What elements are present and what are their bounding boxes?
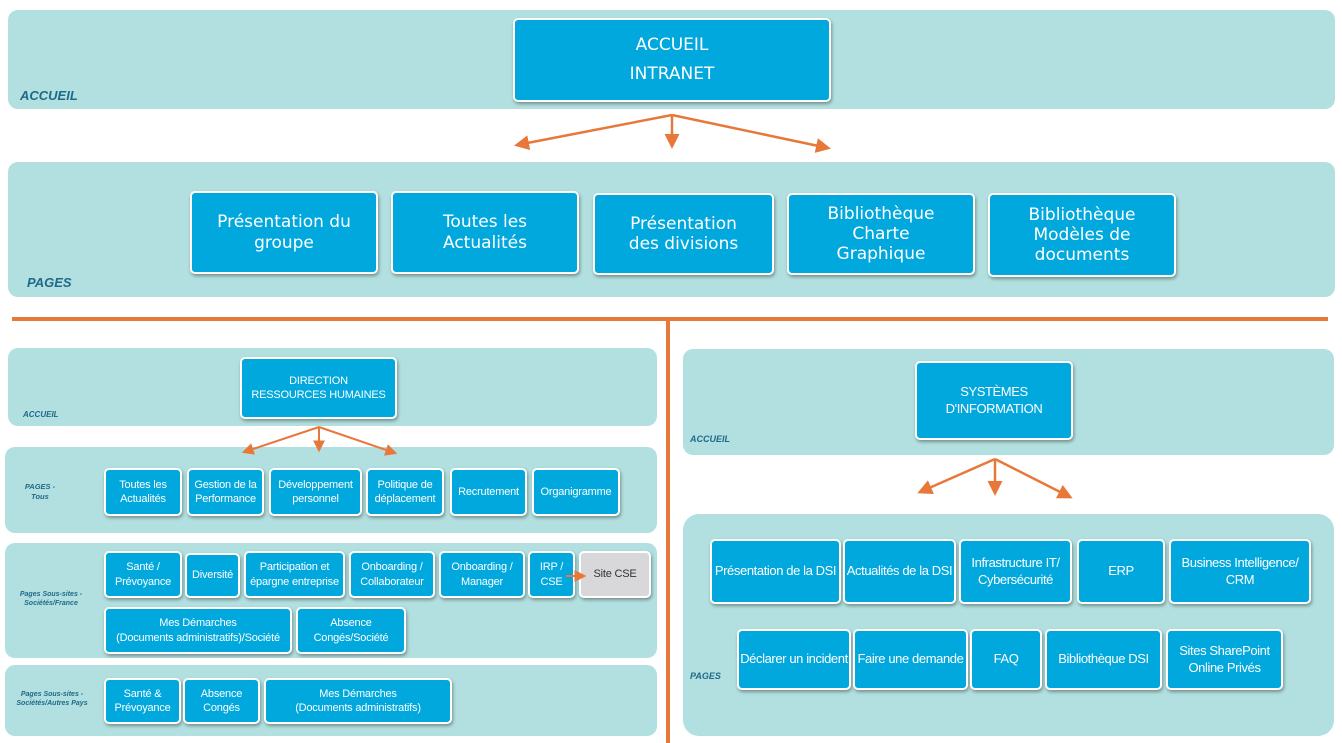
si-pages-label: PAGES — [690, 671, 721, 681]
pages-label: PAGES — [27, 275, 72, 290]
rh-accueil-label: ACCUEIL — [23, 410, 59, 419]
rh-diversite[interactable]: Diversité — [185, 553, 240, 598]
si-sites-sharepoint[interactable]: Sites SharePoint Online Privés — [1166, 629, 1283, 690]
rh-autres-mes-demarches[interactable]: Mes Démarches (Documents administratifs) — [264, 678, 452, 724]
top-arrows — [514, 113, 831, 153]
si-arrows — [917, 457, 1073, 499]
rh-irp-cse[interactable]: IRP / CSE — [528, 551, 575, 598]
accueil-intranet-box[interactable]: ACCUEIL INTRANET — [513, 18, 831, 102]
rh-autres-sante-prevoyance[interactable]: Santé & Prévoyance — [104, 678, 181, 724]
rh-onboarding-manager[interactable]: Onboarding / Manager — [439, 551, 525, 598]
page-presentation-groupe[interactable]: Présentation du groupe — [190, 191, 378, 274]
accueil-label: ACCUEIL — [20, 88, 78, 103]
rh-arrows — [241, 426, 398, 456]
page-bibliotheque-modeles[interactable]: Bibliothèque Modèles de documents — [988, 193, 1176, 277]
rh-france-label: Pages Sous-sites - Sociétés/France — [19, 591, 83, 608]
rh-participation-epargne[interactable]: Participation et épargne entreprise — [244, 551, 345, 598]
si-presentation-dsi[interactable]: Présentation de la DSI — [710, 539, 841, 604]
page-toutes-actualites[interactable]: Toutes les Actualités — [391, 191, 579, 274]
rh-onboarding-collaborateur[interactable]: Onboarding / Collaborateur — [349, 551, 435, 598]
si-erp[interactable]: ERP — [1077, 539, 1165, 604]
rh-sante-prevoyance[interactable]: Santé / Prévoyance — [104, 551, 182, 598]
rh-politique-deplacement[interactable]: Politique de déplacement — [366, 468, 444, 516]
rh-developpement-personnel[interactable]: Développement personnel — [269, 468, 362, 516]
page-bibliotheque-charte[interactable]: Bibliothèque Charte Graphique — [787, 193, 975, 275]
rh-absence-conges-societe[interactable]: Absence Congés/Société — [296, 607, 406, 654]
si-infrastructure-cybersecurite[interactable]: Infrastructure IT/ Cybersécurité — [959, 539, 1072, 604]
rh-organigramme[interactable]: Organigramme — [532, 468, 620, 516]
page-presentation-divisions[interactable]: Présentation des divisions — [593, 193, 774, 275]
rh-gestion-performance[interactable]: Gestion de la Performance — [187, 468, 264, 516]
rh-autres-label: Pages Sous-sites - Sociétés/Autres Pays — [16, 691, 88, 708]
si-declarer-incident[interactable]: Déclarer un incident — [737, 629, 851, 690]
si-faire-demande[interactable]: Faire une demande — [853, 629, 968, 690]
rh-toutes-actualites[interactable]: Toutes les Actualités — [104, 468, 182, 516]
systemes-information-box[interactable]: SYSTÈMES D'INFORMATION — [915, 361, 1073, 440]
rh-mes-demarches-societe[interactable]: Mes Démarches (Documents administratifs)… — [104, 607, 292, 654]
si-bibliotheque-dsi[interactable]: Bibliothèque DSI — [1045, 629, 1162, 690]
si-business-intelligence-crm[interactable]: Business Intelligence/ CRM — [1169, 539, 1311, 604]
rh-tous-label: PAGES - Tous — [24, 482, 56, 501]
si-faq[interactable]: FAQ — [970, 629, 1042, 690]
si-actualites-dsi[interactable]: Actualités de la DSI — [843, 539, 956, 604]
si-accueil-label: ACCUEIL — [690, 434, 730, 444]
rh-recrutement[interactable]: Recrutement — [450, 468, 527, 516]
rh-autres-absence-conges[interactable]: Absence Congés — [183, 678, 260, 724]
rh-site-cse[interactable]: Site CSE — [579, 551, 651, 598]
direction-rh-box[interactable]: DIRECTION RESSOURCES HUMAINES — [240, 357, 397, 419]
